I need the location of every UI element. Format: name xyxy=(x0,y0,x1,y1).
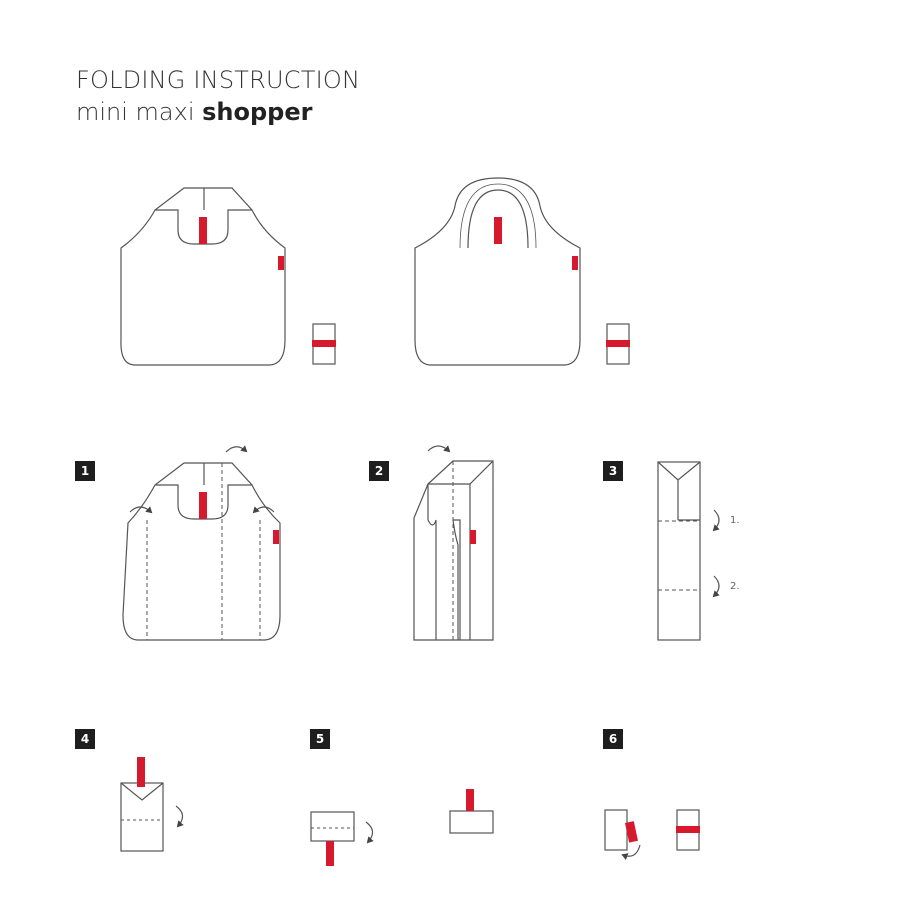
fold-arrow-icon xyxy=(712,575,720,598)
fold-arrow-icon xyxy=(225,445,248,453)
subtitle-light: mini maxi xyxy=(76,98,203,126)
step-3-label-1: 1. xyxy=(730,515,740,526)
step-2-diagram xyxy=(413,445,494,641)
step-6-diagram xyxy=(604,809,700,860)
fold-arrow-icon xyxy=(365,821,374,844)
fold-arrow-icon xyxy=(712,509,720,532)
fold-arrow-icon xyxy=(427,445,451,453)
subtitle-bold: shopper xyxy=(202,98,313,126)
step-badge-2: 2 xyxy=(369,461,389,481)
step-badge-6: 6 xyxy=(603,729,623,749)
fold-arrow-icon xyxy=(129,506,153,514)
step-badge-5: 5 xyxy=(310,729,330,749)
brand-strap-icon xyxy=(494,217,502,244)
fold-arrow-icon xyxy=(175,805,184,828)
step-4-diagram xyxy=(120,757,184,852)
step-5-diagram xyxy=(310,789,494,866)
overview-pouch-b xyxy=(606,323,630,365)
step-3-diagram xyxy=(657,461,720,641)
page-subtitle: mini maxi shopper xyxy=(76,98,312,126)
brand-strap-icon xyxy=(199,217,207,244)
step-badge-3: 3 xyxy=(603,461,623,481)
side-tag-icon xyxy=(278,256,284,270)
step-3-label-2: 2. xyxy=(730,581,740,592)
page-title: FOLDING INSTRUCTION xyxy=(76,66,361,94)
overview-bag-hood xyxy=(120,187,286,366)
step-badge-4: 4 xyxy=(75,729,95,749)
overview-pouch-a xyxy=(312,323,336,365)
overview-bag-handles xyxy=(414,177,581,366)
side-tag-icon xyxy=(572,256,578,270)
fold-arrow-icon xyxy=(252,506,275,514)
fold-arrow-icon xyxy=(621,844,641,860)
step-badge-1: 1 xyxy=(75,461,95,481)
step-1-diagram xyxy=(122,445,281,641)
